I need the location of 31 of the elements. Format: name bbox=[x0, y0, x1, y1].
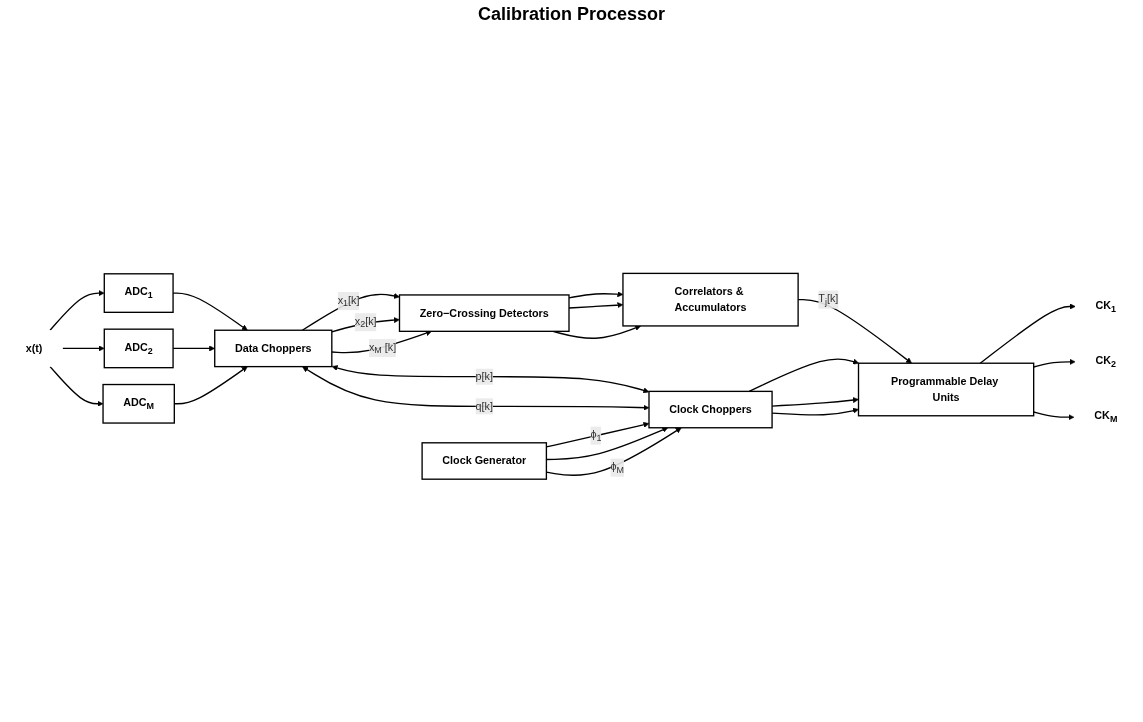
arrow bbox=[331, 364, 650, 393]
node-text: CK$_{1}$ bbox=[1095, 299, 1117, 314]
node-box: Zero−Crossing Detectors bbox=[398, 293, 570, 332]
node-box: Correlators & Accumulators bbox=[622, 272, 799, 327]
node-box: Programmable Delay Units bbox=[857, 362, 1035, 417]
arrow bbox=[1033, 358, 1076, 368]
arrow bbox=[748, 358, 859, 392]
arrow bbox=[1033, 411, 1075, 420]
edge-label: p[k] bbox=[475, 370, 493, 382]
arrow bbox=[49, 365, 104, 407]
arrow bbox=[302, 366, 650, 411]
edge-label: T$_{j}$[k] bbox=[818, 292, 839, 307]
node-text: CK$_{2}$ bbox=[1095, 354, 1117, 369]
edge-label: q[k] bbox=[475, 399, 493, 412]
edge-label: ϕ$_{M}$ bbox=[610, 460, 625, 475]
node-text: x(t) bbox=[25, 342, 43, 354]
node-box: Clock Choppers bbox=[648, 390, 773, 429]
arrow bbox=[61, 345, 105, 352]
edge-label: ϕ$_{1}$ bbox=[590, 428, 602, 443]
node-box: Data Choppers bbox=[214, 329, 333, 367]
node-box: Clock Generator bbox=[421, 441, 548, 480]
arrow bbox=[979, 303, 1076, 364]
group-label: Calibration Processor bbox=[477, 4, 666, 24]
node-text: CK$_{M}$ bbox=[1094, 409, 1118, 425]
edge-label: x$_{M}$ [k] bbox=[368, 340, 397, 356]
edge-label: x$_{2}$[k] bbox=[354, 314, 377, 330]
arrow bbox=[49, 289, 105, 331]
node-box: ADC$_{2}$ bbox=[103, 328, 174, 369]
node-box: ADC$_{M}$ bbox=[102, 383, 175, 424]
edge-label: x$_{1}$[k] bbox=[337, 293, 360, 309]
node-box: ADC$_{1}$ bbox=[103, 272, 174, 313]
